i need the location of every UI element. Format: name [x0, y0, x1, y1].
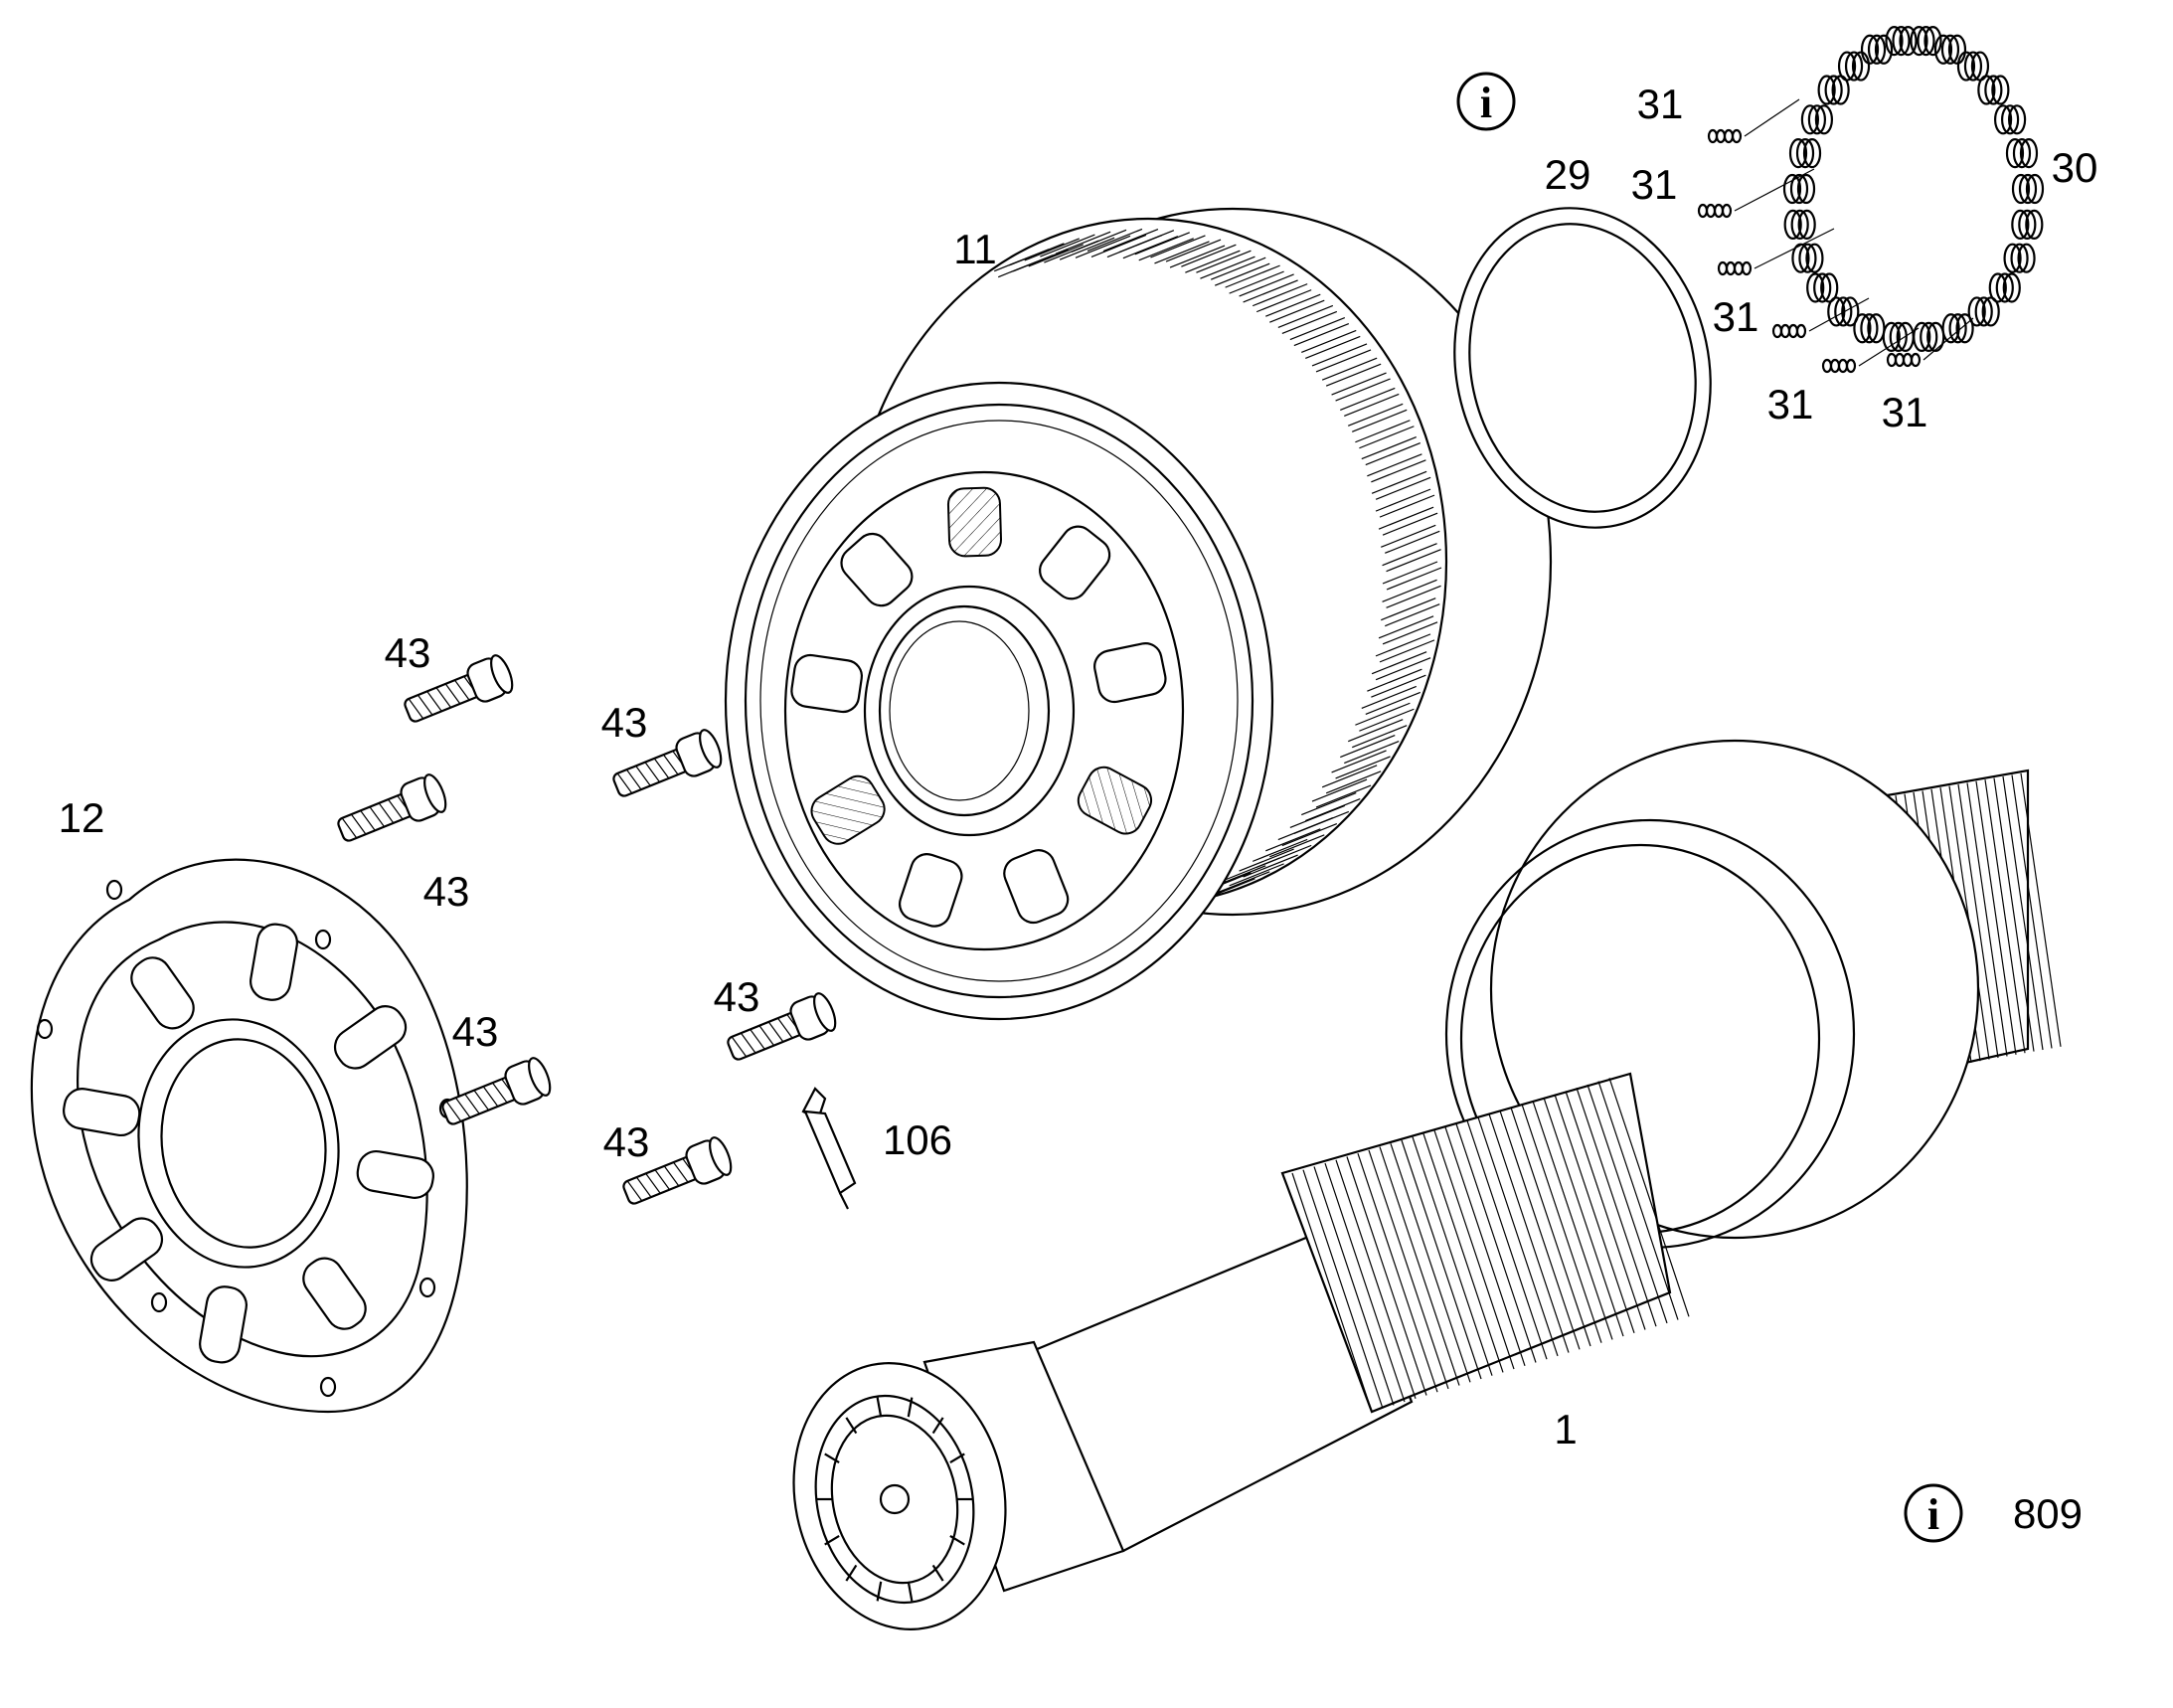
label-part-11: 11	[953, 226, 997, 272]
small-springs-part	[1697, 98, 1974, 374]
info-symbol: i	[1480, 79, 1492, 127]
label-part-43: 43	[385, 629, 431, 676]
coil-spring	[1993, 104, 2027, 135]
label-part-43: 43	[714, 973, 760, 1020]
label-part-31: 31	[1631, 161, 1678, 208]
screw	[727, 992, 837, 1061]
cylinder-bore	[1003, 849, 1070, 925]
kidney-slot	[250, 923, 298, 1001]
sealant-tube-part	[801, 1087, 857, 1210]
cylinder-bore	[790, 653, 863, 714]
label-part-29: 29	[1545, 151, 1591, 198]
small-spring	[1697, 203, 1733, 219]
label-part-43: 43	[423, 868, 470, 915]
screw	[622, 1136, 733, 1205]
cylinder-bore	[1039, 525, 1111, 600]
coil-spring	[1882, 321, 1915, 353]
small-spring	[1886, 352, 1922, 368]
coil-spring	[1788, 138, 1822, 169]
coil-spring	[1827, 296, 1860, 327]
leader-line	[1744, 98, 1800, 137]
bolt-hole	[36, 1018, 54, 1040]
coil-spring	[1988, 272, 2021, 303]
coil-spring	[2011, 173, 2045, 205]
label-part-106: 106	[883, 1116, 952, 1163]
coil-spring	[2003, 243, 2036, 273]
coil-spring	[2011, 209, 2044, 240]
kidney-slot	[130, 956, 195, 1030]
cylinder-bore	[1093, 642, 1167, 704]
leader-line	[1922, 317, 1974, 361]
port-plate-part	[30, 858, 468, 1414]
coil-spring	[1837, 51, 1871, 82]
bolt-hole	[314, 929, 332, 950]
cylinder-block-ports	[790, 486, 1167, 928]
label-part-1: 1	[1554, 1406, 1577, 1452]
coil-spring	[1910, 25, 1942, 57]
coil-spring	[1977, 75, 2010, 105]
kidney-slot	[356, 1149, 434, 1199]
bolt-hole	[150, 1291, 168, 1313]
small-spring	[1771, 323, 1807, 339]
rear-bearing-rollers	[817, 1397, 972, 1602]
coil-spring	[2005, 138, 2039, 169]
coil-spring	[1782, 173, 1816, 205]
coil-spring	[1853, 313, 1886, 344]
screw	[337, 773, 447, 842]
screw	[441, 1057, 552, 1125]
screw	[404, 654, 514, 723]
label-part-12: 12	[59, 794, 105, 841]
bolt-hole	[418, 1277, 436, 1298]
coil-spring	[1791, 243, 1824, 273]
leader-line	[1858, 327, 1920, 367]
kidney-slot	[333, 1005, 408, 1070]
cylinder-bore	[810, 774, 886, 845]
cylinder-block-part	[724, 207, 1553, 1021]
coil-spring	[1956, 51, 1990, 82]
coil-spring	[1967, 296, 2000, 327]
thrust-ring-part	[1453, 207, 1712, 529]
label-info-ref: 809	[2013, 1490, 2083, 1537]
label-part-31: 31	[1767, 381, 1814, 427]
kidney-slot	[199, 1285, 248, 1364]
small-spring	[1821, 358, 1857, 374]
screw	[612, 729, 723, 797]
shaft-middle-spline	[1291, 1078, 1690, 1413]
label-part-43: 43	[452, 1008, 499, 1055]
label-part-43: 43	[601, 699, 648, 746]
coil-spring	[1783, 209, 1816, 240]
coil-spring	[1885, 25, 1918, 57]
coil-spring	[1806, 272, 1839, 303]
bolt-hole	[319, 1376, 337, 1398]
leader-line	[1808, 297, 1870, 332]
cylinder-bore	[899, 853, 963, 928]
drive-shaft-part	[792, 739, 2062, 1630]
label-part-30: 30	[2052, 144, 2098, 191]
label-part-43: 43	[603, 1118, 650, 1165]
spring-cage-part	[1782, 25, 2045, 353]
coil-spring	[1941, 313, 1974, 344]
leader-line	[1734, 168, 1815, 212]
bolt-hole	[105, 879, 123, 901]
screws-part-43	[337, 654, 837, 1205]
cylinder-bore	[1077, 766, 1153, 835]
cylinder-bore	[946, 486, 1002, 558]
small-spring	[1717, 260, 1753, 276]
port-plate-slots	[63, 923, 434, 1364]
cylinder-bore	[840, 532, 914, 607]
label-part-31: 31	[1637, 81, 1684, 127]
coil-spring	[1800, 104, 1834, 135]
coil-spring	[1860, 34, 1894, 65]
coil-spring	[1933, 34, 1967, 65]
kidney-slot	[302, 1257, 367, 1330]
small-spring	[1707, 128, 1743, 144]
info-circle-icon: i	[1456, 72, 1516, 131]
label-part-31: 31	[1882, 389, 1928, 435]
label-part-31: 31	[1713, 293, 1759, 340]
kidney-slot	[89, 1217, 164, 1281]
info-symbol: i	[1927, 1490, 1939, 1539]
leader-line	[1754, 228, 1835, 269]
info-circle-icon: i	[1904, 1483, 1963, 1543]
